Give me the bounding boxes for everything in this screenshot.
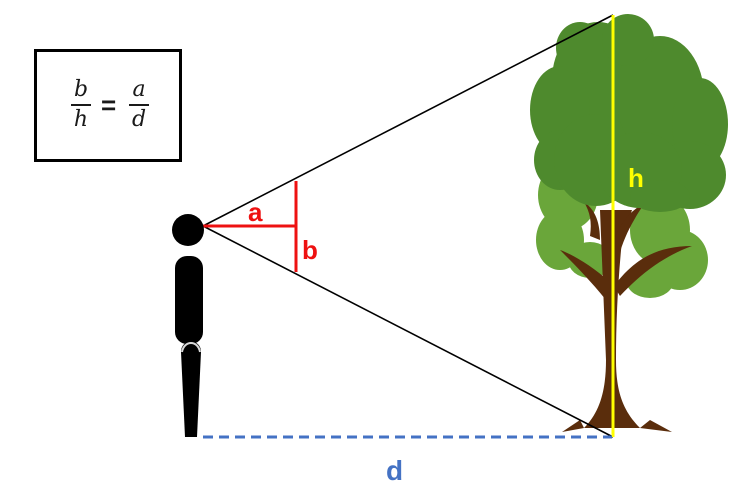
fraction-bar: [71, 104, 91, 106]
person-head: [172, 214, 204, 246]
label-a: a: [248, 197, 263, 227]
person-torso: [175, 256, 203, 344]
fraction-a-over-d: a d: [129, 77, 149, 133]
label-b: b: [302, 235, 318, 265]
tree-canopy-dark: [530, 14, 728, 212]
formula-box: b h = a d: [34, 49, 182, 162]
fraction-denominator-d: d: [131, 107, 147, 132]
equals-sign: =: [101, 90, 117, 120]
fraction-numerator-b: b: [73, 77, 89, 102]
tree: [530, 14, 728, 432]
fraction-b-over-h: b h: [71, 77, 91, 133]
sight-line-top: [202, 14, 614, 227]
sight-line-bottom: [202, 225, 614, 438]
label-h: h: [628, 163, 644, 193]
fraction-numerator-a: a: [132, 77, 146, 102]
person-leg: [181, 341, 201, 437]
fraction-bar: [129, 104, 149, 106]
person-figure: [172, 214, 204, 437]
fraction-denominator-h: h: [73, 107, 89, 132]
label-d: d: [386, 455, 403, 486]
